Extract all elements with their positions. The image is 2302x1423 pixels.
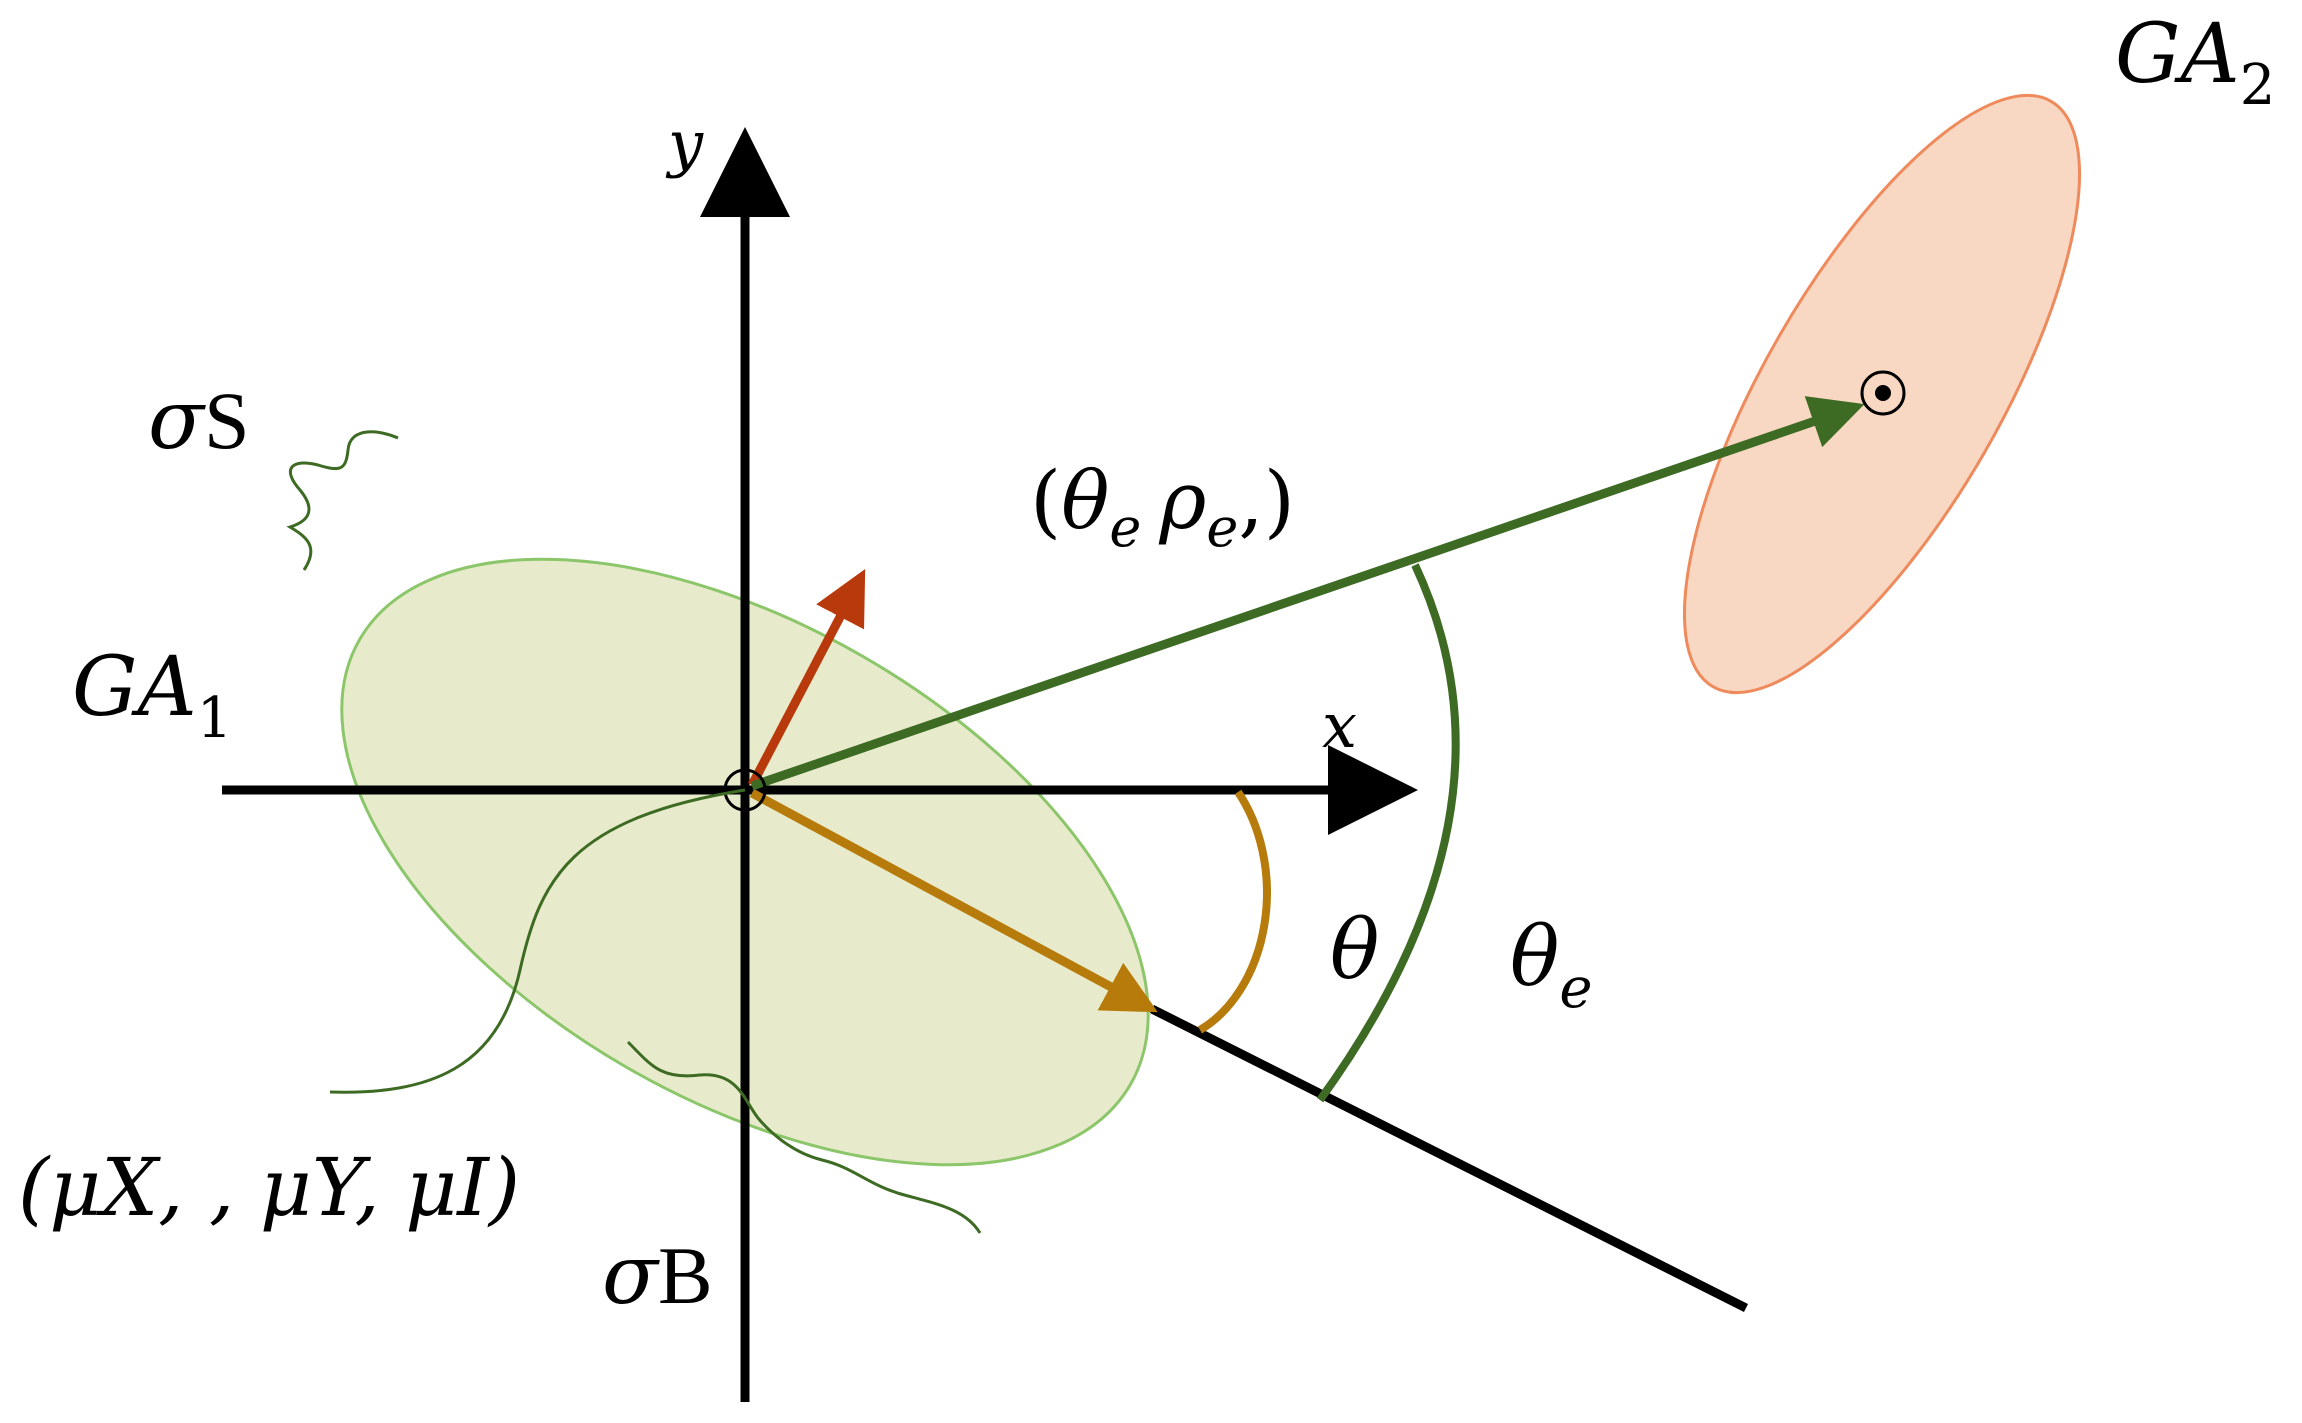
sigma-s-label: σS [148,373,250,468]
mean-leader-curve [329,788,746,1094]
ga1-label: GA1 [72,640,232,751]
orientation-line [1149,1004,1749,1313]
y-axis-label: y [665,107,704,180]
x-axis-label: x [1322,689,1357,762]
sigma-b-brace [626,1040,982,1234]
ga2-center-marker [1860,370,1906,416]
red-vector [748,569,866,788]
theta-label: θ [1330,903,1379,998]
green-vector [750,396,1865,791]
sigma-b-label: σB [602,1228,713,1323]
sigma-s-brace [286,430,399,571]
theta-e-arc [1316,563,1460,1103]
ga2-label: GA2 [2115,7,2275,118]
orange-vector [749,789,1158,1013]
theta-arc [1197,789,1271,1034]
theta-e-label: θe [1510,910,1593,1021]
mean-label: (μX, , μY, μI) [18,1141,520,1234]
